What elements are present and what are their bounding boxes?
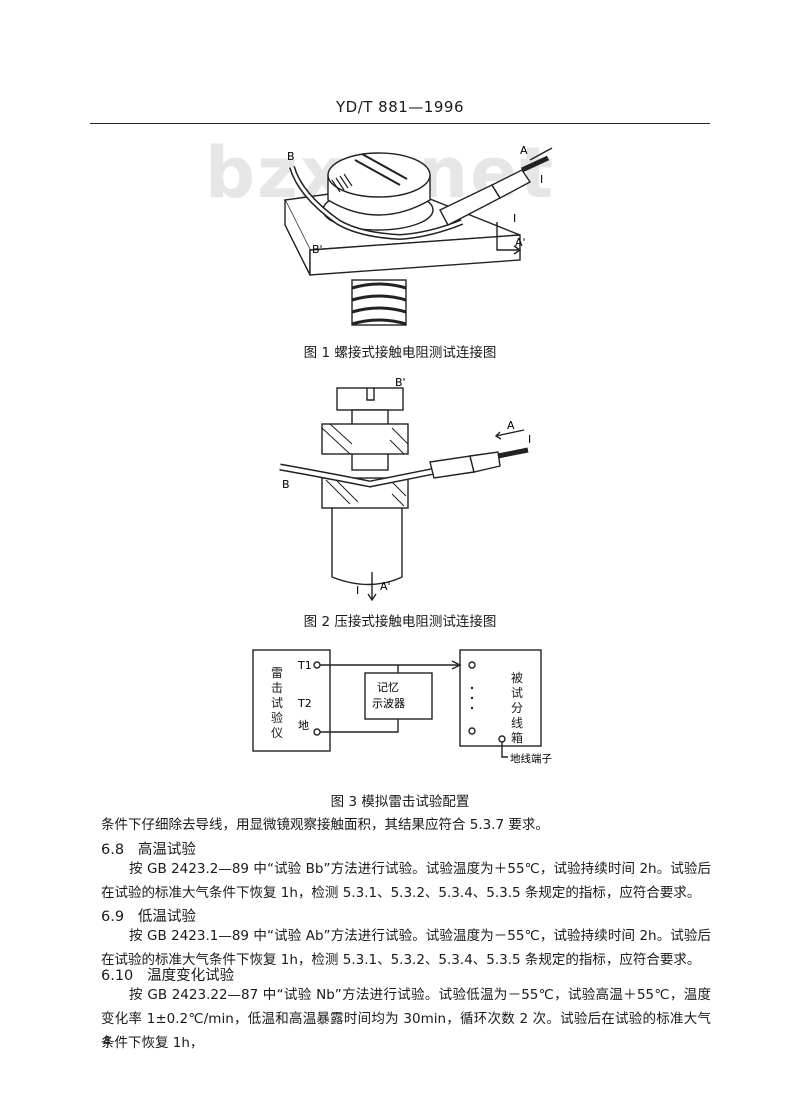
section-6-9-heading: 6.9 低温试验: [101, 905, 196, 926]
figure-1-diagram: B B' A I I A': [283, 144, 553, 326]
section-title: 温度变化试验: [147, 968, 235, 984]
document-code-header: YD/T 881—1996: [335, 98, 464, 116]
page-number: 4: [103, 1034, 111, 1048]
section-6-9-text: 按 GB 2423.1—89 中“试验 Ab”方法进行试验。试验温度为－55℃，…: [101, 928, 711, 968]
ground-terminal-label: 地线端子: [510, 752, 552, 765]
distribution-box-label: 被试分线箱: [510, 671, 523, 745]
figure-3-diagram: T1 T2 地 记忆 示波器 地线端子: [252, 649, 552, 765]
oscilloscope-line2: 示波器: [372, 697, 405, 710]
figure-1-caption: 图 1 螺接式接触电阻测试连接图: [303, 345, 497, 361]
section-title: 低温试验: [137, 909, 196, 925]
fig1-label-a: A: [520, 144, 528, 157]
fig2-label-a-prime: A': [380, 580, 391, 593]
fig1-label-a-prime: A': [515, 236, 526, 249]
fig1-label-i-right: I: [513, 212, 516, 225]
lightning-tester-box: [252, 649, 331, 752]
section-title: 高温试验: [137, 842, 196, 858]
continuation-paragraph: 条件下仔细除去导线，用显微镜观察接触面积，其结果应符合 5.3.7 要求。: [101, 817, 549, 833]
fig2-label-i-right: I: [528, 433, 531, 446]
t2-label: T2: [297, 697, 312, 710]
figure-2-caption: 图 2 压接式接触电阻测试连接图: [303, 614, 497, 630]
section-6-10-text: 按 GB 2423.22—87 中“试验 Nb”方法进行试验。试验低温为－55℃…: [101, 987, 711, 1051]
section-number: 6.9: [101, 909, 125, 925]
thread-shape: [351, 279, 407, 326]
figure-3-caption: 图 3 模拟雷击试验配置: [330, 794, 470, 810]
lightning-tester-label: 雷击试验仪: [270, 666, 283, 740]
fig1-label-b: B: [287, 150, 295, 163]
oscilloscope-line1: 记忆: [377, 681, 399, 694]
fig1-label-b-prime: B': [312, 243, 323, 256]
section-6-10-heading: 6.10 温度变化试验: [101, 964, 234, 985]
t1-label: T1: [297, 659, 312, 672]
header-rule: [90, 123, 710, 124]
fig2-label-a: A: [507, 419, 515, 432]
oscilloscope-box: [364, 672, 433, 720]
ground-label: 地: [298, 719, 309, 732]
fig2-label-i-bottom: I: [356, 584, 359, 597]
section-number: 6.10: [101, 968, 134, 984]
fig1-label-i-top: I: [540, 173, 543, 186]
distribution-box: [459, 649, 542, 747]
section-number: 6.8: [101, 842, 125, 858]
figure-2-diagram: B' B A I I A': [279, 376, 531, 602]
section-6-8-heading: 6.8 高温试验: [101, 838, 196, 859]
section-6-8-text: 按 GB 2423.2—89 中“试验 Bb”方法进行试验。试验温度为＋55℃，…: [101, 861, 711, 901]
fig2-label-b-prime: B': [395, 376, 406, 389]
fig2-label-b: B: [282, 478, 290, 491]
